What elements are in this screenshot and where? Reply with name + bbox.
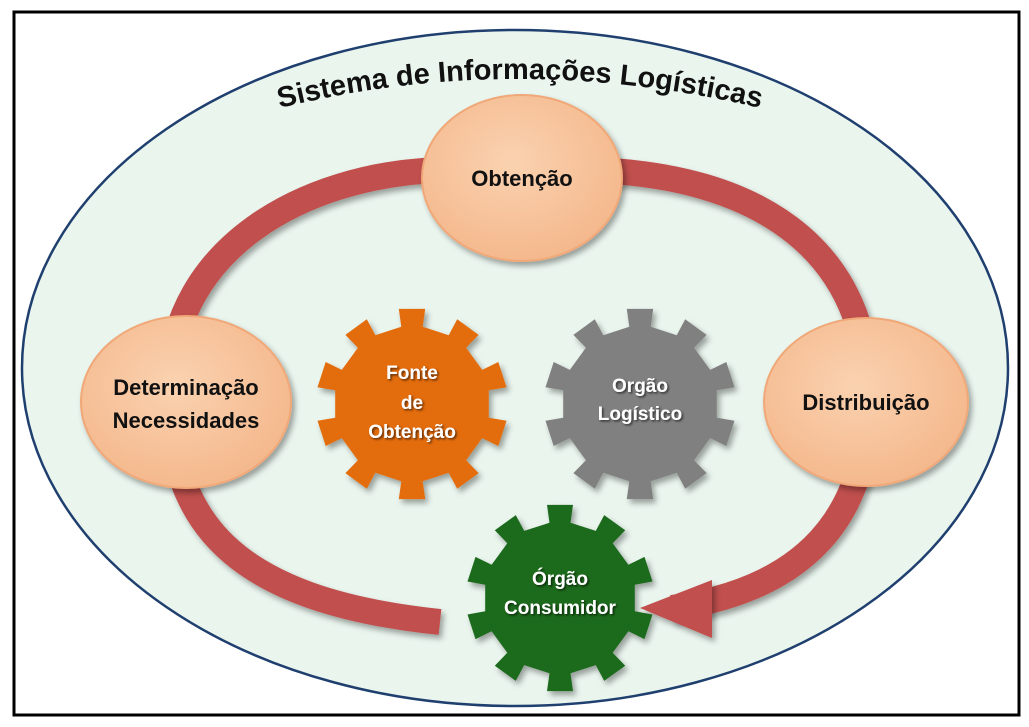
gear-fonte-icon (317, 308, 507, 500)
gear-fonte-line2: de (401, 393, 423, 414)
node-determinacao-line2: Necessidades (113, 408, 260, 433)
arrow-head-icon (640, 580, 712, 638)
gear-body (467, 504, 653, 692)
gear-orgao-consumidor-icon (467, 504, 653, 692)
gear-consumidor-line2: Consumidor (504, 598, 616, 619)
gear-logistico-line1: Orgão (612, 376, 668, 397)
gear-consumidor-line1: Órgão (532, 568, 588, 590)
node-determinacao-line1: Determinação (113, 375, 259, 400)
node-distribuicao (763, 317, 969, 487)
gear-fonte-line3: Obtenção (368, 422, 456, 443)
gear-body (317, 308, 507, 500)
gear-orgao-logistico-icon (545, 308, 735, 500)
gear-fonte-line1: Fonte (386, 363, 438, 384)
gear-logistico-line2: Logístico (598, 404, 682, 425)
node-distribuicao-label: Distribuição (802, 390, 929, 415)
gear-body (545, 308, 735, 500)
node-obtencao (421, 94, 623, 262)
node-determinacao (80, 315, 292, 489)
node-obtencao-label: Obtenção (471, 166, 572, 191)
